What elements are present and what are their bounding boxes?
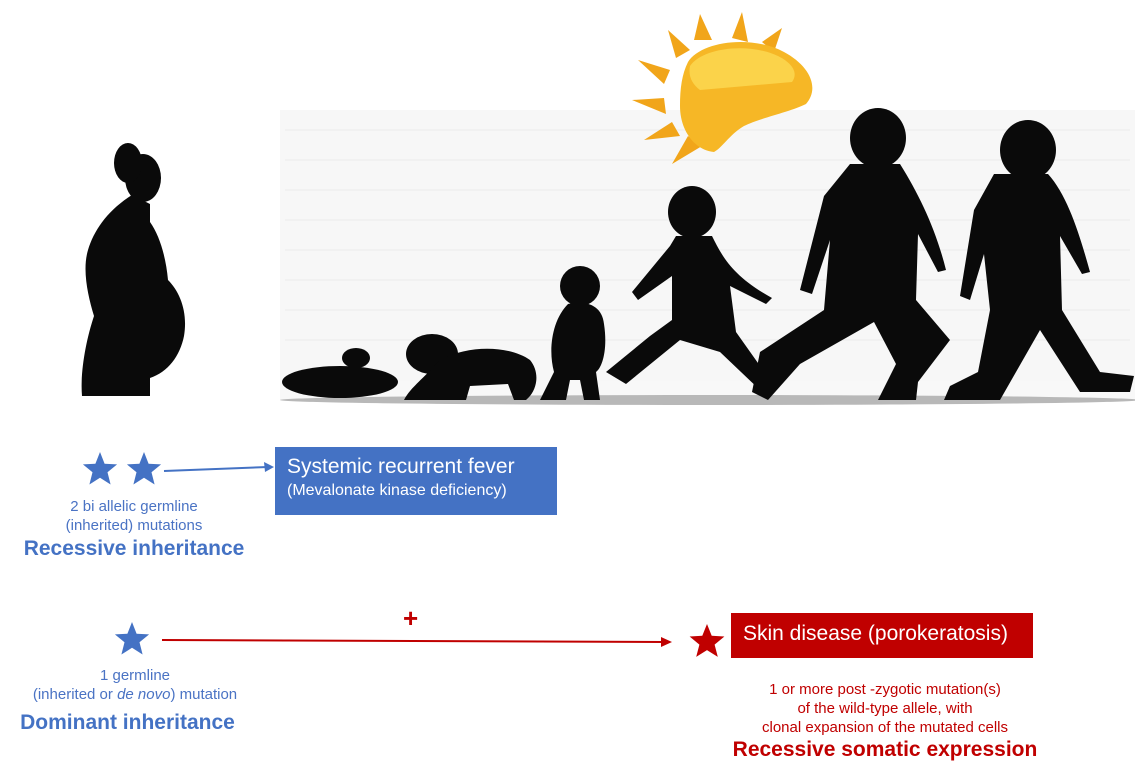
- fever-box: Systemic recurrent fever (Mevalonate kin…: [275, 447, 557, 515]
- star-icon: [114, 622, 150, 655]
- somatic-desc-line2: of the wild-type allele, with: [797, 700, 973, 717]
- lying-baby-silhouette: [282, 348, 398, 398]
- plus-sign: +: [403, 603, 419, 633]
- recessive-mutation-desc: 2 bi allelic germline (inherited) mutati…: [30, 497, 238, 535]
- somatic-heading: Recessive somatic expression: [732, 738, 1038, 761]
- star-icon: [689, 624, 725, 657]
- dominant-desc-line2: (inherited or de novo) mutation: [32, 686, 238, 703]
- dominant-desc-line1: 1 germline: [99, 667, 171, 684]
- arrow-head: [264, 462, 274, 472]
- recessive-desc-line2: (inherited) mutations: [65, 517, 203, 534]
- somatic-desc-line3: clonal expansion of the mutated cells: [762, 719, 1008, 736]
- star-icon: [126, 452, 162, 485]
- crawling-baby-silhouette: [404, 334, 537, 400]
- child-silhouette: [606, 186, 772, 392]
- arrow-to-fever: [163, 466, 269, 472]
- recessive-mutation-markers: [82, 452, 274, 485]
- dominant-mutation-desc: 1 germline (inherited or de novo) mutati…: [0, 666, 270, 704]
- fever-box-subtitle: (Mevalonate kinase deficiency): [287, 482, 507, 499]
- life-stages-illustration: [81, 12, 1135, 405]
- star-icon: [82, 452, 118, 485]
- dominant-mutation-markers: [114, 622, 725, 657]
- toddler-silhouette: [540, 266, 606, 400]
- somatic-mutation-desc: 1 or more post -zygotic mutation(s) of t…: [740, 680, 1030, 737]
- fever-box-title: Systemic recurrent fever: [287, 455, 515, 478]
- ground-shadow: [280, 395, 1135, 405]
- elderly-man-silhouette: [944, 120, 1134, 400]
- sun-icon: [632, 12, 813, 164]
- recessive-desc-line1: 2 bi allelic germline: [70, 498, 198, 515]
- man-silhouette: [752, 108, 950, 400]
- pregnant-woman-silhouette: [81, 143, 186, 396]
- somatic-desc-line1: 1 or more post -zygotic mutation(s): [769, 681, 1001, 698]
- arrow-to-skin-disease: [161, 639, 665, 643]
- dominant-heading: Dominant inheritance: [20, 711, 235, 734]
- skin-disease-box: Skin disease (porokeratosis): [731, 613, 1033, 658]
- recessive-heading: Recessive inheritance: [23, 537, 245, 560]
- arrow-head: [661, 637, 672, 647]
